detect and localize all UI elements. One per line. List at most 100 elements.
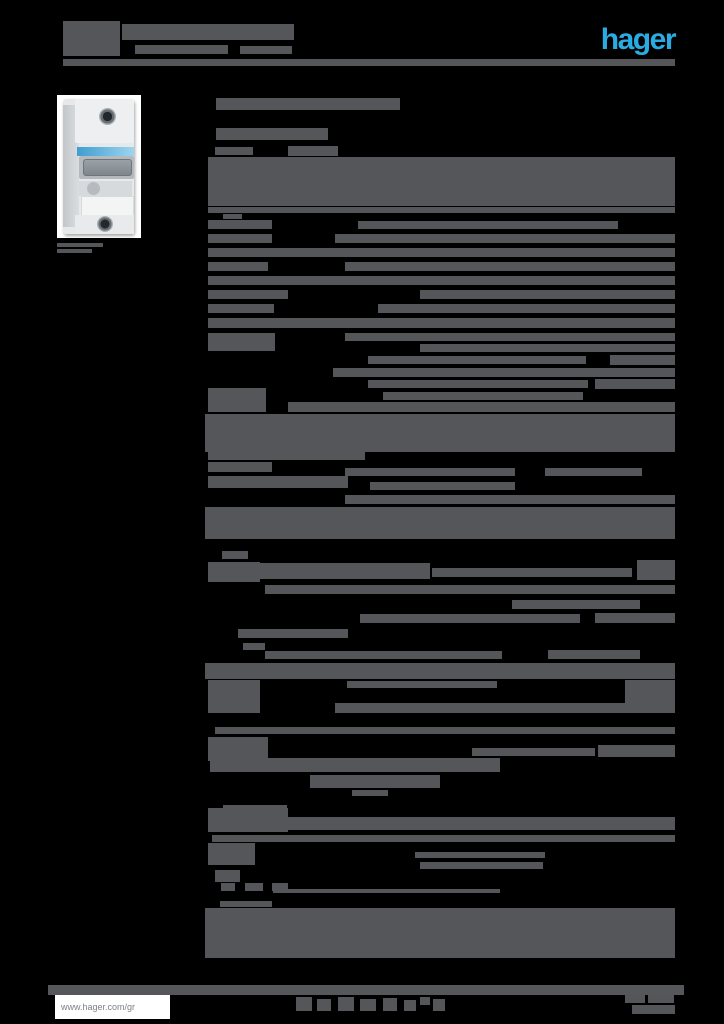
redacted-text-bar [548,650,640,659]
redacted-text-bar [512,600,640,609]
redacted-text-bar [345,333,675,341]
redacted-text-bar [368,380,588,388]
redacted-text-bar [368,356,586,364]
redacted-text-bar [208,333,275,351]
redacted-text-bar [648,994,674,1003]
redacted-text-bar [335,703,632,713]
redacted-text-bar [216,128,328,140]
redacted-text-bar [317,999,331,1011]
redacted-text-bar [215,147,253,155]
redacted-text-bar [208,157,675,206]
redacted-text-bar [265,585,675,594]
redacted-text-bar [208,207,675,213]
redacted-text-bar [610,355,675,365]
redacted-text-bar [420,997,430,1005]
redacted-text-bar [221,883,235,891]
mcb-product-photo [57,95,141,238]
mcb-blue-stripe [77,147,134,156]
mcb-toggle-lever [83,159,132,176]
redacted-text-bar [347,681,497,688]
redacted-text-bar [223,805,287,811]
redacted-text-bar [433,999,445,1011]
redacted-text-bar [243,643,265,650]
redacted-text-bar [595,613,675,623]
redacted-text-bar [208,220,272,229]
redacted-text-bar [545,468,642,476]
hager-logo: hager [600,23,677,56]
redacted-text-bar [378,304,675,313]
redacted-text-bar [208,388,266,412]
redacted-text-bar [208,262,268,271]
redacted-text-bar [345,495,675,504]
redacted-text-bar [272,883,288,891]
redacted-text-bar [345,262,675,271]
redacted-text-bar [637,560,675,580]
redacted-text-bar [404,1000,416,1011]
redacted-text-bar [208,737,268,761]
redacted-text-bar [288,817,675,830]
redacted-text-bar [238,629,348,638]
redacted-text-bar [352,790,388,796]
redacted-text-bar [208,304,274,313]
redacted-text-bar [472,748,595,756]
redacted-text-bar [335,234,675,243]
redacted-text-bar [420,290,675,299]
redacted-text-bar [333,368,675,377]
redacted-text-bar [595,379,675,389]
redacted-text-bar [360,999,376,1011]
mcb-dial [87,182,100,195]
redacted-text-bar [273,889,500,893]
redacted-text-bar [358,221,618,229]
redacted-text-bar [135,45,228,54]
redacted-text-bar [208,462,272,472]
redacted-text-bar [338,997,354,1011]
redacted-text-bar [632,1005,675,1014]
redacted-text-bar [63,21,120,56]
footer-divider-strip [48,985,684,995]
redacted-text-bar [598,745,675,757]
redacted-text-bar [208,808,288,832]
redacted-text-bar [205,663,675,679]
footer-url-text: www.hager.com/gr [61,1002,136,1012]
redacted-text-bar [420,344,675,352]
footer-url-box: www.hager.com/gr [55,995,170,1019]
redacted-text-bar [383,998,397,1011]
redacted-text-bar [122,24,294,40]
redacted-text-bar [210,758,500,772]
redacted-text-bar [215,870,240,882]
redacted-text-bar [208,234,272,243]
redacted-text-bar [215,727,675,734]
redacted-text-bar [288,402,675,412]
redacted-text-bar [288,146,338,156]
redacted-text-bar [223,214,242,219]
redacted-text-bar [208,562,260,582]
mcb-top-screw [99,108,116,125]
redacted-text-bar [415,852,545,858]
redacted-text-bar [208,248,675,257]
redacted-text-bar [360,614,580,623]
redacted-text-bar [265,651,502,659]
mcb-bottom-screw [97,216,113,232]
redacted-text-bar [208,452,365,460]
redacted-text-bar [215,563,430,579]
redacted-text-bar [383,392,583,400]
redacted-text-bar [245,883,263,891]
mcb-label-panel [81,196,134,217]
redacted-text-bar [432,568,632,577]
redacted-text-bar [222,551,248,559]
redacted-text-bar [205,507,675,539]
redacted-text-bar [57,243,103,247]
redacted-text-bar [420,862,543,869]
redacted-text-bar [205,414,675,452]
header-divider [63,59,675,66]
redacted-text-bar [57,249,92,253]
redacted-text-bar [208,276,675,285]
redacted-text-bar [296,997,312,1011]
redacted-text-bar [625,994,645,1003]
redacted-text-bar [310,775,440,788]
redacted-text-bar [240,46,292,54]
redacted-text-bar [208,476,348,488]
redacted-text-bar [220,901,272,907]
redacted-text-bar [625,680,675,713]
